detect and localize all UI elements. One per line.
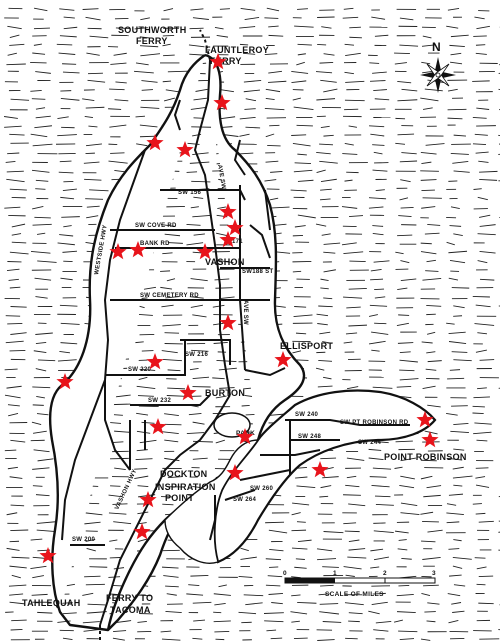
red-star-marker	[209, 53, 227, 70]
red-star-marker	[226, 219, 244, 236]
red-star-marker	[236, 428, 254, 445]
label-burton: BURTON	[205, 388, 245, 398]
road-cemetery: SW CEMETERY RD	[140, 293, 199, 299]
red-star-marker	[133, 523, 151, 540]
label-vashon: VASHON	[205, 257, 245, 267]
scale-caption: SCALE OF MILES	[325, 591, 384, 598]
red-star-marker	[274, 351, 292, 368]
burton-peninsula	[213, 412, 251, 438]
scale-tick-2: 2	[383, 570, 387, 577]
road-vashon-hwy: VASHON HWY	[114, 469, 138, 511]
label-dockton: DOCKTON	[160, 469, 207, 479]
red-star-marker	[179, 384, 197, 401]
scale-bar	[284, 577, 436, 584]
road-bank: BANK RD	[140, 241, 170, 247]
road-sw244: SW 244	[358, 440, 382, 446]
road-sw248: SW 248	[298, 434, 322, 440]
road-network	[61, 29, 410, 643]
red-star-marker	[416, 411, 434, 428]
scale-tick-1: 1	[333, 570, 337, 577]
road-sw264: SW 264	[233, 497, 257, 503]
road-sw220: SW 220	[128, 367, 152, 373]
label-tahlequah: TAHLEQUAH	[22, 598, 81, 608]
road-sw188: SW188 ST	[242, 269, 273, 275]
quartermaster-harbor	[164, 439, 260, 564]
scale-tick-3: 3	[432, 570, 436, 577]
label-southworth: SOUTHWORTH	[118, 25, 187, 35]
road-sw260: SW 260	[250, 486, 274, 492]
label-tacoma: TACOMA	[110, 605, 151, 615]
red-star-marker	[146, 134, 164, 151]
compass-north-label: N	[432, 40, 441, 54]
red-star-marker	[146, 353, 164, 370]
red-star-marker	[311, 461, 329, 478]
road-sw240: SW 240	[295, 412, 319, 418]
compass-rose	[420, 57, 456, 93]
red-star-marker	[149, 418, 167, 435]
road-ave-sw-2: AVE SW	[242, 300, 248, 325]
road-ave-sw-1: AVE SW	[216, 164, 226, 190]
red-star-marker	[213, 94, 231, 111]
road-sw216: SW 216	[185, 352, 209, 358]
red-star-marker	[109, 243, 127, 260]
red-star-marker	[196, 243, 214, 260]
red-star-marker	[139, 491, 157, 508]
label-point-robinson: POINT ROBINSON	[384, 452, 467, 462]
red-star-marker	[56, 373, 74, 390]
label-fauntleroy: FAUNTLEROY	[205, 45, 269, 55]
road-sw200: SW 200	[72, 537, 96, 543]
red-star-marker	[219, 314, 237, 331]
label-inspiration-point: POINT	[165, 493, 194, 503]
red-star-marker	[226, 464, 244, 481]
red-star-marker	[176, 141, 194, 158]
label-southworth-ferry: FERRY	[136, 36, 168, 46]
red-star-marker	[129, 241, 147, 258]
road-sw156: SW 156	[178, 190, 202, 196]
label-ferry-to: FERRY TO	[106, 593, 153, 603]
road-171: 171	[232, 239, 243, 245]
red-star-marker	[421, 431, 439, 448]
marker-layer	[39, 53, 439, 564]
red-star-marker	[219, 231, 237, 248]
scale-tick-0: 0	[283, 570, 287, 577]
label-fauntleroy-ferry: FERRY	[210, 56, 242, 66]
road-pt-robinson: SW PT ROBINSON RD	[340, 420, 409, 426]
red-star-marker	[39, 547, 57, 564]
road-cove: SW COVE RD	[135, 223, 177, 229]
label-inspiration: INSPIRATION	[155, 482, 216, 492]
label-ellisport: ELLISPORT	[280, 341, 333, 351]
red-star-marker	[219, 203, 237, 220]
road-sw232: SW 232	[148, 398, 172, 404]
